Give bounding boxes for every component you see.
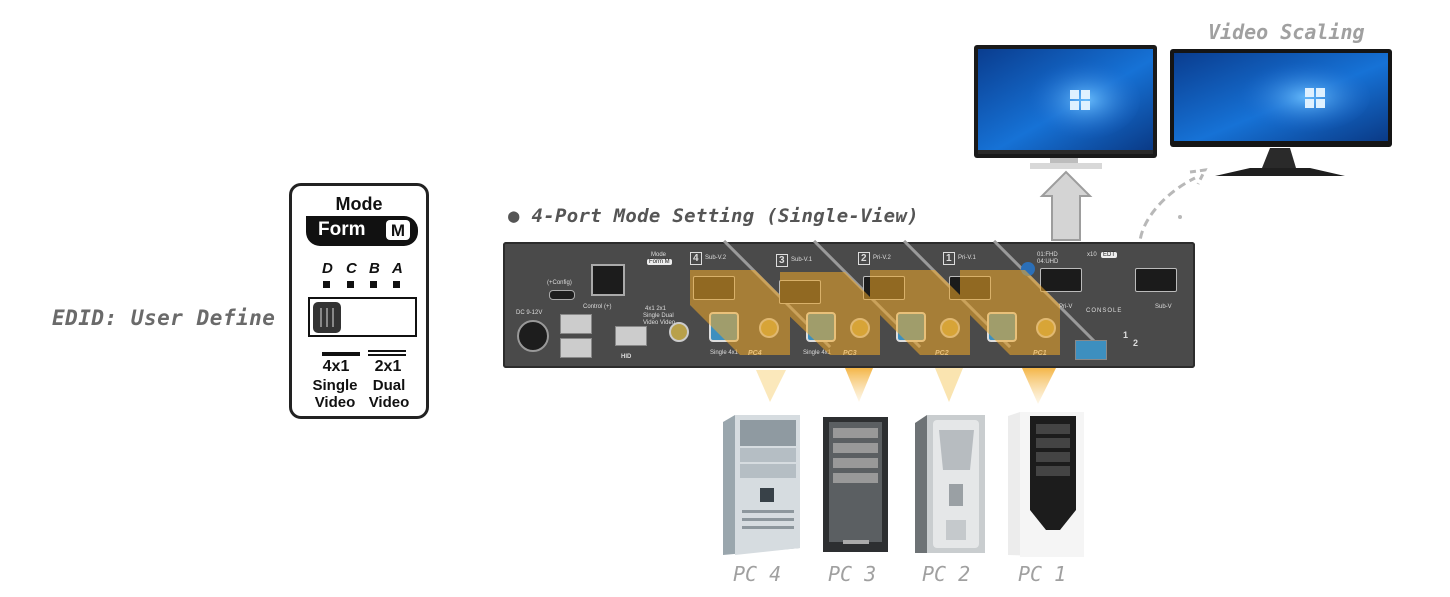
port-number-4: 4 <box>690 252 702 265</box>
option-2x1-ratio: 2x1 <box>374 358 402 375</box>
console-num-1: 1 <box>1123 330 1129 340</box>
control-label: Control (+) <box>583 304 612 310</box>
single-label-pc3: Single 4x1 <box>803 350 832 356</box>
dc-label: DC 9-12V <box>516 310 543 316</box>
console-label: CONSOLE <box>1086 308 1123 314</box>
monitor-primary <box>974 45 1157 169</box>
beam-pc2 <box>935 368 963 402</box>
mode-heading-text: 4-Port Mode Setting (Single-View) <box>531 205 919 227</box>
pc-label-1: PC 1 <box>1018 562 1067 586</box>
pri-v-label: Pri-V <box>1059 304 1073 310</box>
usb-c-config-port[interactable] <box>549 290 575 300</box>
usb-port-hid[interactable] <box>560 314 592 334</box>
port-2-label: Pri-V.2 <box>873 255 891 261</box>
knob-groove <box>320 308 322 327</box>
rj45-control-port[interactable] <box>591 264 625 296</box>
monitor-secondary <box>1170 49 1392 176</box>
video-scaling-label: Video Scaling <box>1208 20 1365 44</box>
kvm-mode-label: Mode <box>651 252 667 258</box>
pc-label-3: PC 3 <box>828 562 877 586</box>
edid-label: EDID: User Define <box>52 306 276 330</box>
edid-tag-2: 04:UHD <box>1037 259 1059 265</box>
dip-letter-d: D <box>322 260 333 277</box>
pc-tower-1 <box>1008 412 1084 557</box>
port-4-label: Sub-V.2 <box>705 255 727 261</box>
mode-slide-switch[interactable] <box>308 297 417 337</box>
pc-tower-4 <box>723 415 800 555</box>
console-usb3-port[interactable] <box>1075 340 1107 360</box>
pc-tower-3 <box>823 417 888 552</box>
kvm-form-label: Form M <box>647 259 672 265</box>
option-dual-line1: Dual <box>372 377 406 394</box>
highlight-pc4 <box>690 270 790 355</box>
highlight-pc1 <box>960 270 1060 355</box>
dip-letter-b: B <box>369 260 380 277</box>
audio-jack[interactable] <box>669 322 689 342</box>
x10-label: x10 <box>1087 252 1097 258</box>
hid-label: HID <box>621 354 632 360</box>
dual-video-bar <box>368 350 406 352</box>
usb-port-hid[interactable] <box>615 326 647 346</box>
usb-port-hid[interactable] <box>560 338 592 358</box>
dip-letter-c: C <box>346 260 357 277</box>
kvm-ratio-label: 4x1 2x1 <box>645 306 667 312</box>
mode-heading: ● 4-Port Mode Setting (Single-View) <box>508 205 919 227</box>
sub-v-label: Sub-V <box>1155 304 1172 310</box>
mode-switch-card: Mode Form M D C B A 4x1 2x1 Single Dual … <box>289 183 429 419</box>
port-1-label: Pri-V.1 <box>958 255 976 261</box>
form-text: Form <box>318 219 366 240</box>
pc-label-2: PC 2 <box>922 562 971 586</box>
dip-dot <box>370 281 377 288</box>
dip-dot <box>323 281 330 288</box>
mode-title: Mode <box>335 194 383 214</box>
single-label-pc4: Single 4x1 <box>710 350 739 356</box>
switch-knob[interactable] <box>313 302 341 333</box>
arrow-up-icon <box>1039 170 1093 241</box>
edid-tag-1: 01:FHD <box>1037 252 1058 258</box>
console-displayport-2[interactable] <box>1135 268 1177 292</box>
dc-power-port[interactable] <box>517 320 549 352</box>
pc-tower-2 <box>915 415 985 553</box>
dashed-arrow-icon <box>1138 176 1196 274</box>
console-num-2: 2 <box>1133 338 1139 348</box>
port-number-2: 2 <box>858 252 870 265</box>
highlight-pc2 <box>870 270 970 355</box>
highlight-pc3 <box>780 272 880 355</box>
form-pill: Form M <box>306 216 418 246</box>
kvm-video-video-label: Video Video <box>643 320 676 326</box>
option-single-line2: Video <box>314 394 356 411</box>
beam-pc3 <box>845 368 873 402</box>
knob-groove <box>332 308 334 327</box>
option-single-line1: Single <box>312 377 358 394</box>
console-displayport-1[interactable] <box>1040 268 1082 292</box>
form-badge: M <box>386 220 410 240</box>
dip-letter-a: A <box>392 260 403 277</box>
dip-dot <box>347 281 354 288</box>
beam-pc1 <box>1022 368 1056 404</box>
single-video-bar <box>322 352 360 356</box>
port-number-1: 1 <box>943 252 955 265</box>
beam-pc4 <box>756 370 786 402</box>
pc-label-4: PC 4 <box>733 562 782 586</box>
dual-video-bar <box>368 354 406 356</box>
dip-dot <box>393 281 400 288</box>
kvm-single-dual-label: Single Dual <box>643 313 674 319</box>
knob-groove <box>326 308 328 327</box>
option-4x1-ratio: 4x1 <box>322 358 350 375</box>
port-3-label: Sub-V.1 <box>791 257 813 263</box>
port-number-3: 3 <box>776 254 788 267</box>
edt-label: EDT <box>1101 252 1117 258</box>
config-label: (+Config) <box>547 280 572 286</box>
option-dual-line2: Video <box>368 394 410 411</box>
